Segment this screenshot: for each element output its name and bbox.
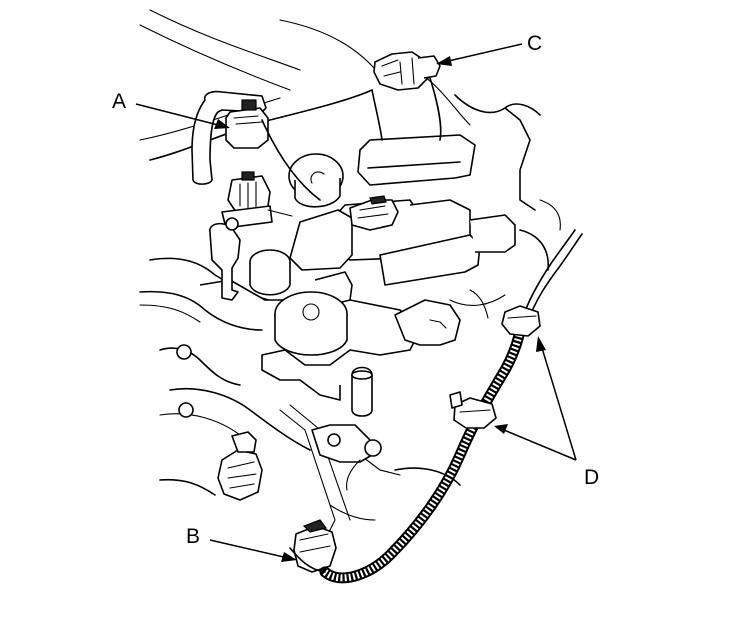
sensor-plug: [209, 171, 293, 301]
callout-a-label: A: [112, 90, 126, 113]
connector-a: [191, 90, 269, 185]
callout-a-leader: [135, 103, 223, 127]
callout-d-arrowhead-upper: [536, 336, 546, 352]
callout-d-leader-lower: [503, 429, 577, 461]
connector-c: [373, 51, 441, 91]
wire-harness: [289, 229, 583, 584]
solenoid-connector: [349, 195, 399, 231]
callout-c-leader: [443, 43, 523, 63]
callout-d-leader-upper: [541, 347, 577, 461]
callout-b-arrowhead: [281, 552, 297, 562]
callout-b-label: B: [186, 525, 200, 548]
callout-d-label: D: [584, 466, 599, 489]
callout-c-arrowhead: [436, 56, 452, 66]
callout-b: B: [186, 525, 297, 562]
callout-a-arrowhead: [214, 119, 230, 129]
callout-a: A: [112, 90, 230, 129]
solenoid-assembly: [289, 134, 516, 306]
hoses: [261, 77, 489, 491]
harness-clips: [449, 305, 541, 429]
callout-c: C: [436, 32, 542, 66]
callout-d: D: [494, 336, 599, 489]
connector-b: [217, 431, 337, 573]
callout-d-arrowhead-lower: [494, 424, 508, 434]
callout-b-leader: [209, 539, 289, 559]
valve-caps: [176, 153, 382, 457]
callout-c-label: C: [527, 32, 542, 55]
